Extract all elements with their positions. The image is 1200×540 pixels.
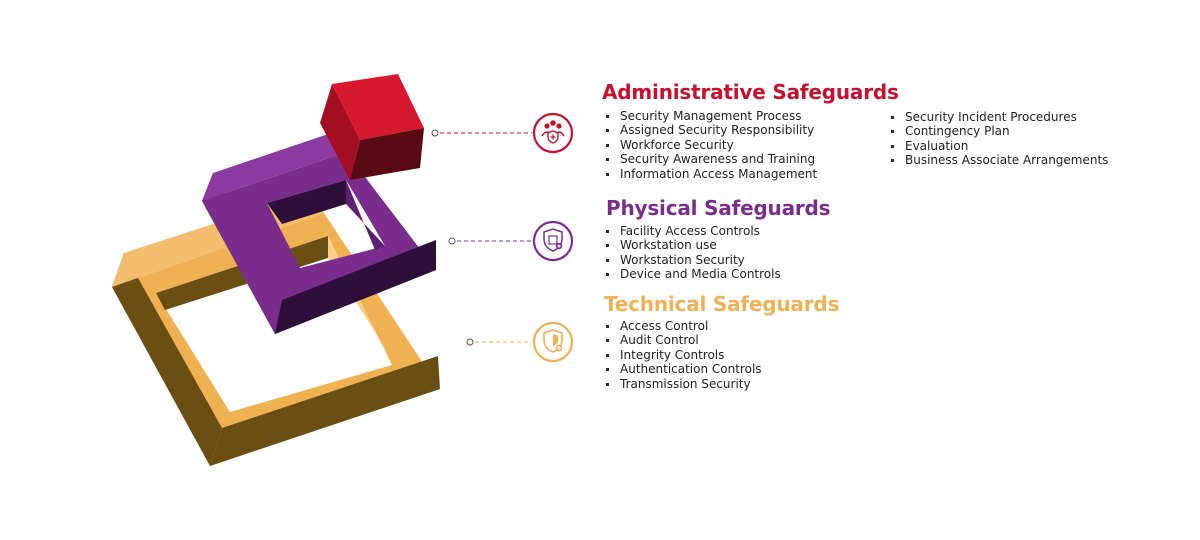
physical-connector-dot <box>448 237 456 245</box>
physical-safeguards-title: Physical Safeguards <box>606 196 831 220</box>
list-item: Integrity Controls <box>604 348 762 362</box>
list-item: Transmission Security <box>604 377 762 391</box>
list-item: Contingency Plan <box>889 124 1108 138</box>
purple-frame-back-rim <box>202 130 346 201</box>
list-item: Business Associate Arrangements <box>889 153 1108 167</box>
purple-frame-inner-right-wall <box>346 180 385 250</box>
list-item: Audit Control <box>604 333 762 347</box>
list-item: Workstation Security <box>604 253 781 267</box>
administrative-cube-shape <box>320 74 424 180</box>
red-cube-left <box>320 84 360 180</box>
list-item: Access Control <box>604 319 762 333</box>
gold-frame-front-side <box>210 356 440 466</box>
technical-safeguards-title: Technical Safeguards <box>604 292 840 316</box>
list-item: Assigned Security Responsibility <box>604 123 817 137</box>
purple-frame-inner-wall <box>267 180 346 224</box>
shield-plus-icon <box>532 321 574 363</box>
list-item: Workstation use <box>604 238 781 252</box>
list-item: Security Management Process <box>604 109 817 123</box>
purple-frame-front-side <box>275 240 436 334</box>
technical-list: Access Control Audit Control Integrity C… <box>604 319 762 391</box>
physical-frame-shape <box>202 130 436 334</box>
building-shield-icon <box>532 220 574 262</box>
connectors <box>431 129 532 346</box>
administrative-list-left: Security Management Process Assigned Sec… <box>604 109 817 181</box>
list-item: Workforce Security <box>604 138 817 152</box>
purple-frame-left-side <box>202 173 282 334</box>
list-item: Evaluation <box>889 139 1108 153</box>
physical-list: Facility Access Controls Workstation use… <box>604 224 781 282</box>
list-item: Security Awareness and Training <box>604 152 817 166</box>
list-item: Authentication Controls <box>604 362 762 376</box>
red-cube-top <box>332 74 424 140</box>
admin-connector-dot <box>431 129 439 137</box>
team-shield-icon <box>532 112 574 154</box>
list-item: Device and Media Controls <box>604 267 781 281</box>
gold-frame-left-side <box>112 253 222 466</box>
red-cube-right <box>350 128 424 180</box>
technical-connector-dot <box>466 338 474 346</box>
list-item: Information Access Management <box>604 167 817 181</box>
list-item: Security Incident Procedures <box>889 110 1108 124</box>
administrative-list-right: Security Incident Procedures Contingency… <box>889 110 1108 168</box>
administrative-safeguards-title: Administrative Safeguards <box>602 80 899 104</box>
list-item: Facility Access Controls <box>604 224 781 238</box>
